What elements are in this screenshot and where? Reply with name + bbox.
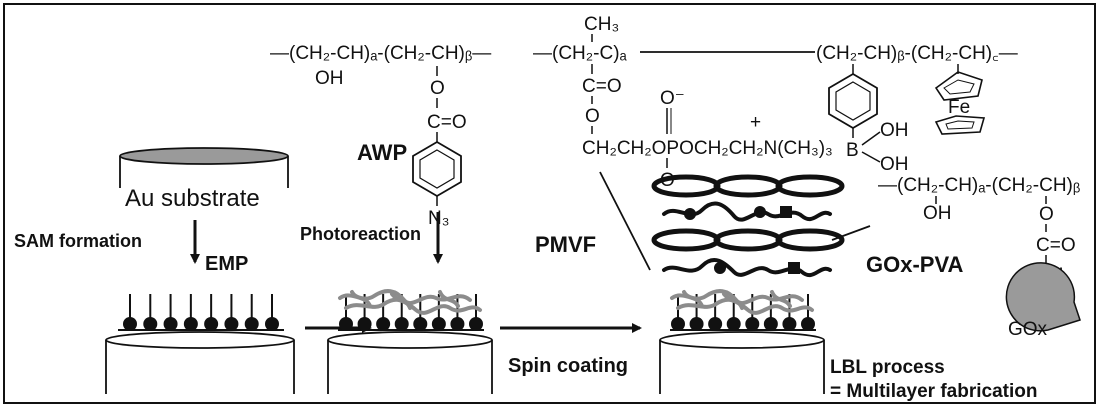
sam-molecule xyxy=(123,294,137,331)
spin-coating-label: Spin coating xyxy=(508,355,628,377)
figure-frame xyxy=(3,3,1096,404)
sam-molecule xyxy=(143,294,158,331)
au-substrate-top: Au substrate xyxy=(119,147,289,212)
pmvf-ester-o: O xyxy=(585,106,600,127)
awp-ester-o: O xyxy=(430,78,445,99)
sam-molecule xyxy=(224,294,239,331)
multilayer-stack xyxy=(651,174,845,278)
emp-label: EMP xyxy=(205,253,248,275)
sam-molecule xyxy=(782,294,797,331)
awp-carbonyl: C=O xyxy=(427,112,467,133)
gox-pva-o: O xyxy=(1039,204,1054,225)
pmvf-layer-bottom xyxy=(662,258,832,278)
gox-enzyme-icon xyxy=(1005,262,1081,332)
gox-pva-layer-top xyxy=(651,174,845,198)
gox-pva-structure: —(CH₂-CH)ₐ-(CH₂-CH)ᵦ OH O C=O NH GOx xyxy=(878,175,1081,340)
pmvf-o-minus: O⁻ xyxy=(660,88,685,109)
awp-backbone: —(CH₂-CH)ₐ-(CH₂-CH)ᵦ— xyxy=(270,43,491,64)
sam-molecule xyxy=(376,294,391,331)
sam-molecules xyxy=(339,294,483,331)
lbl-process-label: LBL process xyxy=(830,357,945,378)
gox-pva-layer-mid xyxy=(651,228,845,252)
gox-pva-carbonyl: C=O xyxy=(1036,235,1076,256)
awp-polymer-layer xyxy=(338,289,482,315)
emp-substrate xyxy=(105,294,295,394)
pmvf-boron: B xyxy=(846,140,859,161)
gox-pva-oh: OH xyxy=(923,203,952,224)
awp-polymer-layer xyxy=(670,289,814,315)
gox-pva-label: GOx-PVA xyxy=(866,252,964,277)
pmvf-boron-oh1: OH xyxy=(880,120,909,141)
awp-label: AWP xyxy=(357,140,407,165)
awp-structure: —(CH₂-CH)ₐ-(CH₂-CH)ᵦ— OH O C=O N₃ xyxy=(270,43,491,229)
sam-formation-label: SAM formation xyxy=(14,231,142,251)
pmvf-phosphocholine: CH₂CH₂OPOCH₂CH₂N(CH₃)₃ xyxy=(582,138,833,159)
pmvf-carbonyl: C=O xyxy=(582,76,622,97)
sam-molecule xyxy=(183,294,198,331)
ferrocene-top-ring-icon xyxy=(934,71,983,101)
gox-pva-backbone: —(CH₂-CH)ₐ-(CH₂-CH)ᵦ xyxy=(878,175,1080,196)
pmvf-backbone-a: —(CH₂-C)ₐ xyxy=(533,43,628,64)
final-substrate xyxy=(659,289,825,394)
pmvf-ammonium-charge: + xyxy=(750,112,761,133)
multilayer-fabrication-label: = Multilayer fabrication xyxy=(830,381,1037,402)
pmvf-backbone-bc: (CH₂-CH)ᵦ-(CH₂-CH)꜀— xyxy=(816,43,1018,64)
awp-substrate xyxy=(327,289,493,394)
sam-molecule xyxy=(708,294,723,331)
sam-molecule xyxy=(163,294,178,331)
pmvf-boron-oh2: OH xyxy=(880,154,909,175)
photoreaction-label: Photoreaction xyxy=(300,224,421,244)
ferrocene-bottom-ring-icon xyxy=(934,115,986,135)
sam-molecules xyxy=(123,294,279,331)
pmvf-iron: Fe xyxy=(948,97,970,118)
awp-oh: OH xyxy=(315,68,344,89)
pmvf-label: PMVF xyxy=(535,232,596,257)
sam-molecule xyxy=(265,294,279,331)
sam-molecule xyxy=(204,294,219,331)
au-substrate-disk xyxy=(119,147,289,165)
pmvf-structure: CH₃ —(CH₂-C)ₐ (CH₂-CH)ᵦ-(CH₂-CH)꜀— C=O O… xyxy=(533,14,1018,191)
pmvf-layer-top xyxy=(662,201,832,222)
pmvf-methyl: CH₃ xyxy=(584,14,619,35)
sam-molecule xyxy=(450,294,465,331)
gox-label: GOx xyxy=(1008,319,1048,340)
pmvf-pointer-line xyxy=(599,171,651,271)
au-substrate-label: Au substrate xyxy=(125,185,260,212)
gox-pva-pointer-line xyxy=(831,225,871,241)
sam-molecule xyxy=(244,294,259,331)
sam-molecules xyxy=(671,294,815,331)
